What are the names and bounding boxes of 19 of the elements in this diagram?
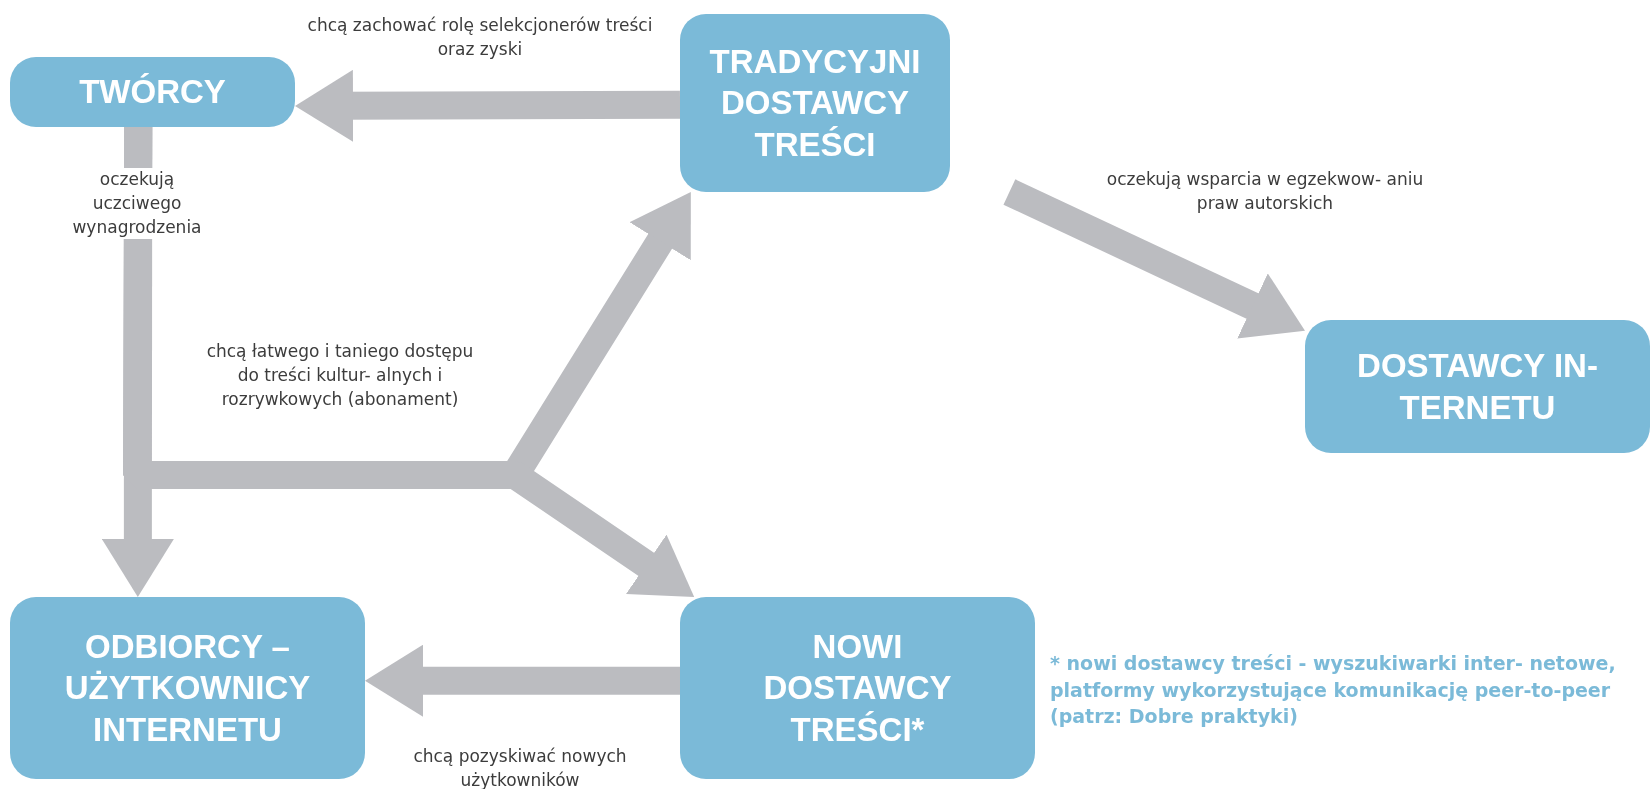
arrow <box>365 644 680 717</box>
node-label: TWÓRCY <box>79 72 226 113</box>
edge-label: oczekują wsparcia w egzekwow- aniu praw autorskich <box>1105 168 1425 215</box>
rounded-box <box>10 597 365 779</box>
arrow <box>295 69 681 142</box>
rounded-box <box>680 14 950 192</box>
edge-label: chcą łatwego i taniego dostępu do treści kultur- alnych i rozrywkowych (abonament) <box>205 340 475 411</box>
rounded-box <box>680 597 1035 779</box>
node-label: DOSTAWCY IN- TERNETU <box>1356 346 1599 428</box>
arrow <box>123 126 695 597</box>
node-label: TRADYCYJNI DOSTAWCY TREŚCI <box>708 42 922 165</box>
edge-label: chcą zachować rolę selekcjonerów treści oraz zyski <box>306 14 654 61</box>
node-label: ODBIORCY – UŻYTKOWNICY INTERNETU <box>63 627 312 750</box>
footnote: * nowi dostawcy treści - wyszukiwarki inter- netowe, platformy wykorzystujące komunikację peer-to-peer (patrz: Dobre praktyki) <box>1050 651 1617 730</box>
edge-label: chcą pozyskiwać nowych użytkowników <box>412 745 628 789</box>
rounded-box <box>10 57 295 127</box>
rounded-box <box>1305 320 1650 453</box>
node-label: NOWI DOSTAWCY TREŚCI* <box>762 627 953 750</box>
arrow <box>1003 179 1305 339</box>
